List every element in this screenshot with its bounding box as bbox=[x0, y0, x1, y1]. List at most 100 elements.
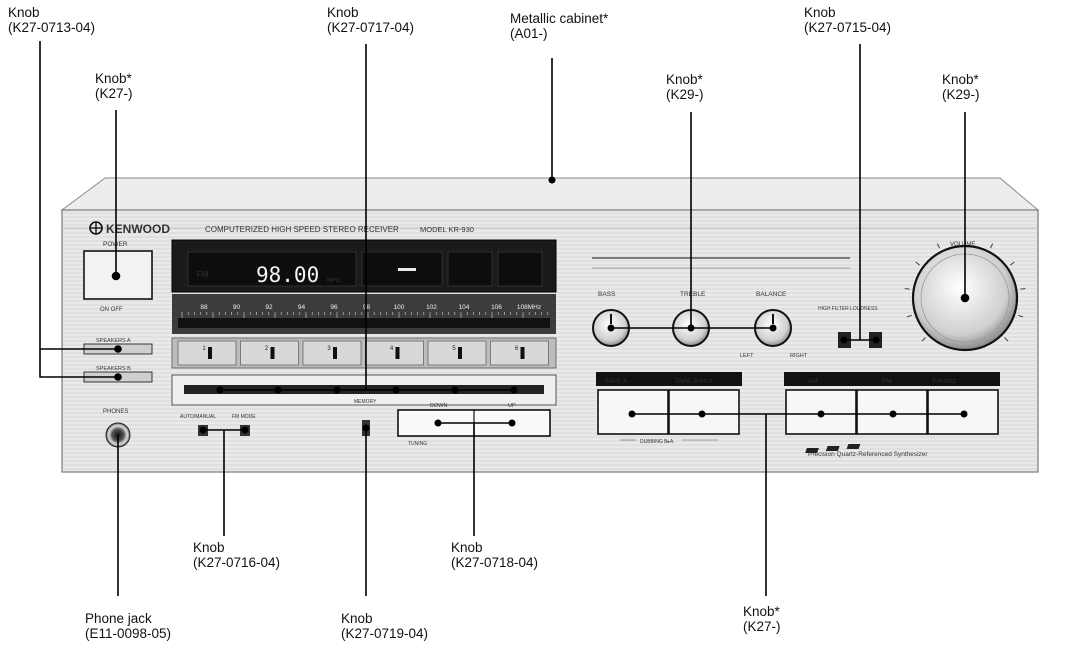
callout-phone-jack: Phone jack(E11-0098-05) bbox=[85, 611, 172, 641]
leader-dot-16 bbox=[628, 410, 636, 418]
callout-volume-knob: Knob*(K29-) bbox=[942, 72, 980, 102]
high-filter-loudness-label: HIGH FILTER LOUDNESS bbox=[818, 306, 878, 312]
fm-mode-label: FM MODE bbox=[232, 414, 256, 420]
dial-scale-label-7: 102 bbox=[426, 304, 437, 311]
dial-scale-label-3: 94 bbox=[298, 304, 306, 311]
phono-label: PHONO bbox=[932, 378, 956, 385]
preset-button-5[interactable] bbox=[427, 340, 487, 366]
phones-label: PHONES bbox=[103, 409, 128, 415]
volume-tick bbox=[1018, 314, 1024, 318]
callout-selector-knob: Knob*(K27-) bbox=[743, 604, 781, 634]
leader-dot-18 bbox=[817, 410, 825, 418]
preset-button-1[interactable] bbox=[177, 340, 237, 366]
leader-dot-20 bbox=[960, 410, 968, 418]
leader-dot-6 bbox=[607, 324, 615, 332]
volume-tick bbox=[915, 261, 920, 266]
speakers-a-label: SPEAKERS A bbox=[96, 338, 131, 344]
preset-indicator bbox=[395, 347, 400, 359]
volume-tick bbox=[921, 337, 926, 342]
bass-label: BASS bbox=[598, 291, 616, 298]
input-selector-buttons bbox=[597, 389, 999, 435]
tuning-down-label: DOWN bbox=[430, 403, 447, 409]
preset-label-3: 3 bbox=[327, 346, 331, 352]
brand-text: KENWOOD bbox=[106, 222, 170, 236]
preset-label-2: 2 bbox=[265, 346, 269, 352]
treble-label: TREBLE bbox=[680, 291, 706, 298]
volume-scale-ticks bbox=[904, 237, 1026, 342]
volume-tick bbox=[1010, 261, 1015, 266]
leader-dot-5 bbox=[510, 386, 518, 394]
preset-button-4[interactable] bbox=[365, 340, 424, 366]
callout-tuning-rocker-knob: Knob(K27-0718-04) bbox=[451, 540, 539, 570]
preset-label-5: 5 bbox=[452, 346, 456, 352]
callout-tone-knobs: Knob*(K29-) bbox=[666, 72, 704, 102]
preset-indicator bbox=[270, 347, 275, 359]
preset-indicator bbox=[520, 347, 525, 359]
am-label: AM bbox=[808, 378, 818, 385]
callout-filter-loudness-knob: Knob(K27-0715-04) bbox=[804, 5, 892, 35]
leader-dot-3 bbox=[392, 386, 400, 394]
leader-dot-0 bbox=[216, 386, 224, 394]
volume-tick bbox=[936, 243, 941, 249]
auto-manual-label: AUTO/MANUAL bbox=[180, 414, 216, 420]
callout-memory-knob: Knob(K27-0719-04) bbox=[341, 611, 429, 641]
kenwood-logo: KENWOOD bbox=[89, 221, 170, 236]
leader-dot-15 bbox=[362, 424, 370, 432]
fm-label: FM bbox=[882, 378, 891, 385]
left-label: LEFT bbox=[740, 353, 754, 359]
volume-tick bbox=[906, 314, 912, 318]
tuning-label: TUNING bbox=[408, 441, 427, 447]
callout-power-knob: Knob*(K27-) bbox=[95, 71, 133, 101]
leader-dot-17 bbox=[698, 410, 706, 418]
callout-mode-knob: Knob(K27-0716-04) bbox=[193, 540, 281, 570]
tape-a-label: TAPE A bbox=[605, 378, 628, 385]
leader-dot-12 bbox=[241, 426, 249, 434]
leader-dot-14 bbox=[508, 419, 516, 427]
balance-label: BALANCE bbox=[756, 291, 787, 298]
leader-dot-4 bbox=[451, 386, 459, 394]
preset-indicator bbox=[208, 347, 212, 359]
preset-label-4: 4 bbox=[390, 346, 394, 352]
leader-dots bbox=[199, 324, 968, 434]
leader-dot-2 bbox=[333, 386, 341, 394]
memory-label: MEMORY bbox=[354, 399, 377, 405]
display-frequency: 98.00 bbox=[256, 263, 319, 287]
headline-text: COMPUTERIZED HIGH SPEED STEREO RECEIVER bbox=[205, 225, 399, 234]
dial-scale-label-2: 92 bbox=[265, 304, 273, 311]
leader-dot-19 bbox=[889, 410, 897, 418]
selector-block-left bbox=[596, 372, 742, 386]
callout-speaker-knob: Knob(K27-0713-04) bbox=[8, 5, 96, 35]
dial-scale-label-10: 108MHz bbox=[517, 304, 541, 311]
speakers-b-label: SPEAKERS B bbox=[96, 366, 131, 372]
synthesizer-label: Precision Quartz-Referenced Synthesizer bbox=[808, 451, 928, 458]
volume-tick bbox=[989, 243, 994, 249]
dial-scale-label-1: 90 bbox=[233, 304, 241, 311]
display-band: FM bbox=[197, 270, 209, 279]
volume-tick bbox=[904, 287, 910, 290]
dial-scale-label-4: 96 bbox=[330, 304, 338, 311]
preset-button-2[interactable] bbox=[240, 340, 299, 366]
power-state-text: ON OFF bbox=[100, 307, 123, 313]
tape-b-aux-label: TAPE B/AUX bbox=[675, 378, 713, 385]
dial-scale-ticks bbox=[181, 312, 549, 318]
leader-dot-7 bbox=[687, 324, 695, 332]
preset-button-6[interactable] bbox=[490, 340, 549, 366]
dial-scale-label-0: 88 bbox=[200, 304, 208, 311]
leader-dot-8 bbox=[769, 324, 777, 332]
display-unit: MHz bbox=[327, 277, 340, 284]
preset-button-3[interactable] bbox=[302, 340, 362, 366]
dial-scale-label-6: 100 bbox=[394, 304, 405, 311]
leader-dot-9 bbox=[840, 336, 848, 344]
model-text: MODEL KR-930 bbox=[420, 225, 474, 234]
callout-metallic-cabinet: Metallic cabinet*(A01-) bbox=[510, 11, 609, 41]
dial-scale-label-8: 104 bbox=[459, 304, 470, 311]
leader-dot-13 bbox=[434, 419, 442, 427]
preset-label-6: 6 bbox=[515, 346, 519, 352]
leader-lines bbox=[39, 41, 970, 596]
volume-tick bbox=[1020, 287, 1026, 290]
preset-indicator bbox=[333, 347, 337, 359]
selector-block-right bbox=[784, 372, 1000, 386]
leader-dot-11 bbox=[199, 426, 207, 434]
preset-indicator bbox=[458, 347, 462, 359]
